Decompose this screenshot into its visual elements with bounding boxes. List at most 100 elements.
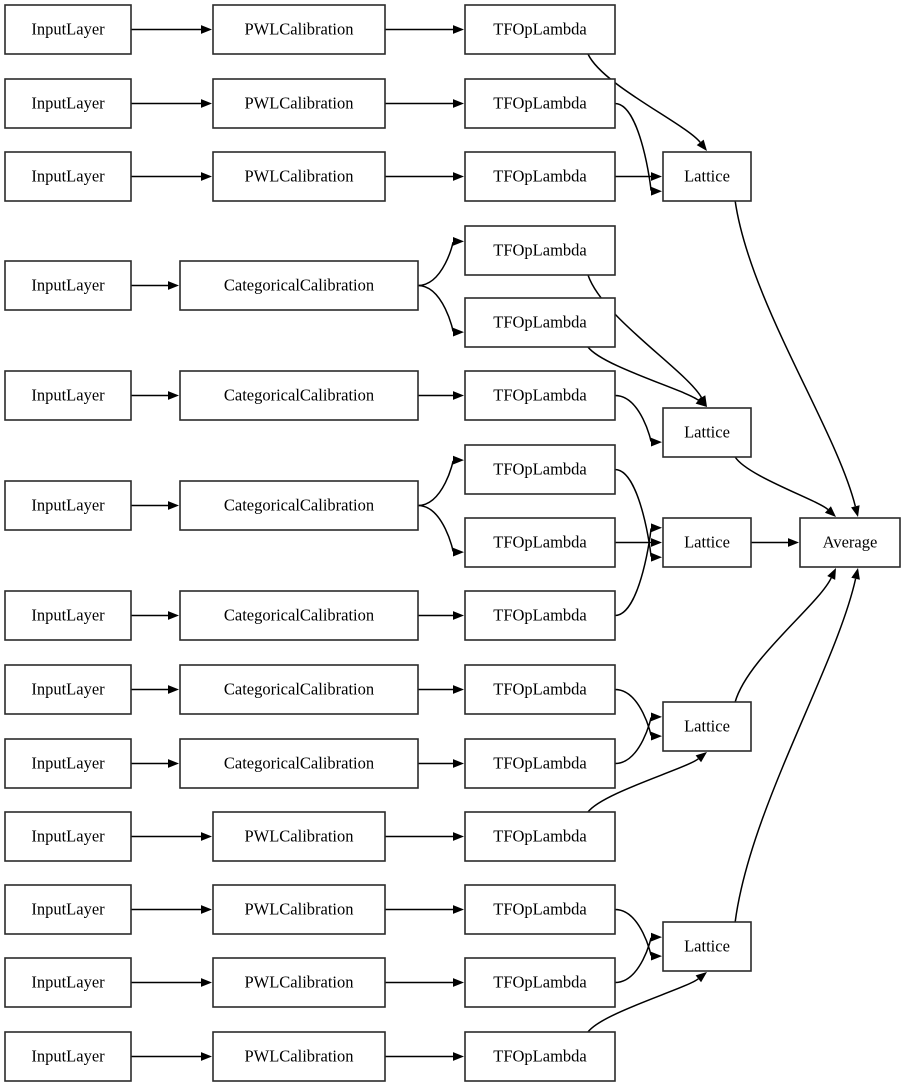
node-box-in9 (4, 738, 132, 789)
node-lattice-lat1[interactable]: Lattice (662, 151, 752, 202)
arrowhead-op3-to-lat1 (651, 172, 662, 181)
node-tfop-lambda-op8[interactable]: TFOpLambda (464, 517, 616, 568)
node-tfop-lambda-op14[interactable]: TFOpLambda (464, 957, 616, 1008)
node-pwlcalibration-cal12[interactable]: PWLCalibration (212, 957, 386, 1008)
node-tfop-lambda-op10[interactable]: TFOpLambda (464, 664, 616, 715)
arrowhead-in8-to-cal8 (168, 685, 179, 694)
node-input-layer-in11[interactable]: InputLayer (4, 884, 132, 935)
node-box-cal10 (212, 811, 386, 862)
node-tfop-lambda-op3[interactable]: TFOpLambda (464, 151, 616, 202)
node-tfop-lambda-op2[interactable]: TFOpLambda (464, 78, 616, 129)
arrowhead-in2-to-cal2 (201, 99, 212, 108)
node-label-in12: InputLayer (31, 972, 105, 991)
node-box-cal7 (179, 590, 419, 641)
node-pwlcalibration-cal10[interactable]: PWLCalibration (212, 811, 386, 862)
node-label-in11: InputLayer (31, 899, 105, 918)
node-input-layer-in7[interactable]: InputLayer (4, 590, 132, 641)
node-box-cal2 (212, 78, 386, 129)
node-tfop-lambda-op9[interactable]: TFOpLambda (464, 590, 616, 641)
edge-lat5-to-avg (734, 578, 857, 923)
edge-lat1-to-avg (734, 200, 857, 507)
node-box-cal11 (212, 884, 386, 935)
node-tfop-lambda-op1[interactable]: TFOpLambda (464, 4, 616, 55)
node-input-layer-in5[interactable]: InputLayer (4, 370, 132, 421)
node-label-cal11: PWLCalibration (244, 899, 353, 918)
node-pwlcalibration-cal2[interactable]: PWLCalibration (212, 78, 386, 129)
node-box-in10 (4, 811, 132, 862)
node-input-layer-in9[interactable]: InputLayer (4, 738, 132, 789)
node-input-layer-in2[interactable]: InputLayer (4, 78, 132, 129)
node-input-layer-in1[interactable]: InputLayer (4, 4, 132, 55)
arrowhead-lat5-to-avg (851, 568, 860, 580)
node-box-cal1 (212, 4, 386, 55)
node-input-layer-in12[interactable]: InputLayer (4, 957, 132, 1008)
node-pwlcalibration-cal11[interactable]: PWLCalibration (212, 884, 386, 935)
node-box-in11 (4, 884, 132, 935)
node-label-cal4: CategoricalCalibration (224, 275, 374, 294)
arrowhead-op10-to-lat4 (651, 731, 662, 741)
edge-op11-to-lat4 (614, 716, 652, 765)
node-input-layer-in13[interactable]: InputLayer (4, 1031, 132, 1082)
arrowhead-in13-to-cal13 (201, 1052, 212, 1061)
node-categorical-calibration-cal8[interactable]: CategoricalCalibration (179, 664, 419, 715)
node-input-layer-in8[interactable]: InputLayer (4, 664, 132, 715)
node-tfop-lambda-op11[interactable]: TFOpLambda (464, 738, 616, 789)
node-box-avg (799, 517, 901, 568)
node-categorical-calibration-cal4[interactable]: CategoricalCalibration (179, 260, 419, 311)
node-label-op2: TFOpLambda (493, 93, 587, 112)
arrowhead-cal6-to-op7 (453, 455, 464, 465)
node-tfop-lambda-op12[interactable]: TFOpLambda (464, 811, 616, 862)
arrowhead-op5-to-lat2 (695, 396, 707, 407)
node-pwlcalibration-cal3[interactable]: PWLCalibration (212, 151, 386, 202)
node-layer: InputLayerInputLayerInputLayerInputLayer… (4, 4, 901, 1082)
node-lattice-lat5[interactable]: Lattice (662, 921, 752, 972)
node-categorical-calibration-cal9[interactable]: CategoricalCalibration (179, 738, 419, 789)
node-categorical-calibration-cal5[interactable]: CategoricalCalibration (179, 370, 419, 421)
node-box-op8 (464, 517, 616, 568)
node-categorical-calibration-cal6[interactable]: CategoricalCalibration (179, 480, 419, 531)
node-label-lat2: Lattice (684, 422, 730, 441)
node-tfop-lambda-op6[interactable]: TFOpLambda (464, 370, 616, 421)
node-label-op6: TFOpLambda (493, 385, 587, 404)
edge-op1-to-lat1 (587, 53, 701, 143)
node-lattice-lat4[interactable]: Lattice (662, 701, 752, 752)
node-tfop-lambda-op4[interactable]: TFOpLambda (464, 225, 616, 276)
node-tfop-lambda-op5[interactable]: TFOpLambda (464, 297, 616, 348)
node-lattice-lat3[interactable]: Lattice (662, 517, 752, 568)
node-pwlcalibration-cal13[interactable]: PWLCalibration (212, 1031, 386, 1082)
node-lattice-lat2[interactable]: Lattice (662, 407, 752, 458)
node-box-lat3 (662, 517, 752, 568)
edge-layer (130, 25, 860, 1061)
node-average-avg[interactable]: Average (799, 517, 901, 568)
node-tfop-lambda-op7[interactable]: TFOpLambda (464, 444, 616, 495)
node-categorical-calibration-cal7[interactable]: CategoricalCalibration (179, 590, 419, 641)
node-input-layer-in4[interactable]: InputLayer (4, 260, 132, 311)
node-box-op5 (464, 297, 616, 348)
node-tfop-lambda-op13[interactable]: TFOpLambda (464, 884, 616, 935)
arrowhead-op12-to-lat4 (695, 752, 707, 763)
node-input-layer-in3[interactable]: InputLayer (4, 151, 132, 202)
node-input-layer-in10[interactable]: InputLayer (4, 811, 132, 862)
arrowhead-cal8-to-op10 (453, 685, 464, 694)
arrowhead-cal4-to-op5 (453, 327, 464, 337)
node-box-lat5 (662, 921, 752, 972)
arrowhead-in3-to-cal3 (201, 172, 212, 181)
node-pwlcalibration-cal1[interactable]: PWLCalibration (212, 4, 386, 55)
arrowhead-lat1-to-avg (851, 505, 860, 517)
node-box-lat1 (662, 151, 752, 202)
node-box-cal3 (212, 151, 386, 202)
node-label-cal3: PWLCalibration (244, 166, 353, 185)
node-label-in7: InputLayer (31, 605, 105, 624)
node-input-layer-in6[interactable]: InputLayer (4, 480, 132, 531)
node-tfop-lambda-op15[interactable]: TFOpLambda (464, 1031, 616, 1082)
node-box-op4 (464, 225, 616, 276)
node-box-in5 (4, 370, 132, 421)
node-box-op2 (464, 78, 616, 129)
edge-op7-to-lat3 (614, 468, 652, 558)
edge-op6-to-lat2 (614, 394, 652, 443)
node-label-in5: InputLayer (31, 385, 105, 404)
node-box-op14 (464, 957, 616, 1008)
edge-op4-to-lat2 (587, 274, 703, 398)
